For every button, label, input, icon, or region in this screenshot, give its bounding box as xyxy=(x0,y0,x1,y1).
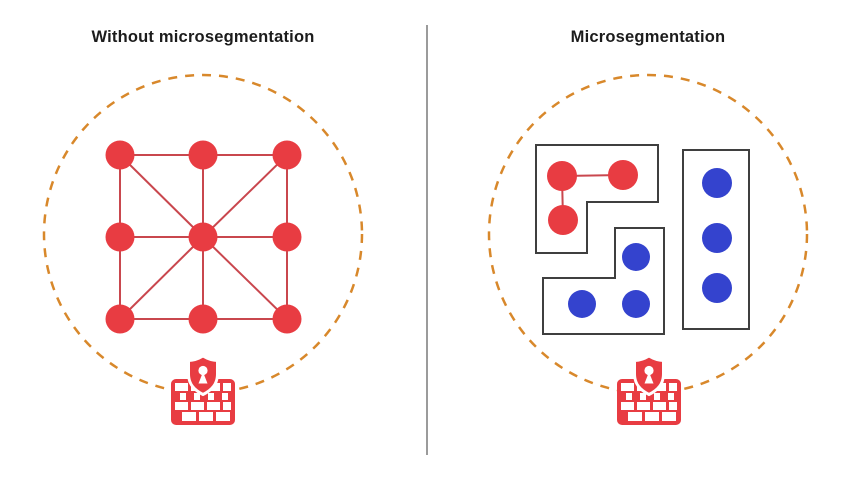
left-security-perimeter-circle xyxy=(42,73,364,395)
network-node xyxy=(608,160,638,190)
network-node xyxy=(272,222,302,252)
network-node xyxy=(188,222,218,252)
network-node xyxy=(272,140,302,170)
network-node xyxy=(188,304,218,334)
right-security-perimeter-circle xyxy=(487,73,809,395)
network-node xyxy=(568,290,596,318)
right-microsegmented-diagram xyxy=(487,73,809,425)
panel-divider xyxy=(426,25,428,455)
network-node xyxy=(702,223,732,253)
network-node xyxy=(702,273,732,303)
network-node xyxy=(105,304,135,334)
left-flat-network-diagram xyxy=(42,73,364,425)
left-panel-title: Without microsegmentation xyxy=(91,28,315,46)
network-node xyxy=(272,304,302,334)
left-network-nodes xyxy=(105,140,302,334)
network-node xyxy=(702,168,732,198)
network-node xyxy=(188,140,218,170)
network-node xyxy=(622,243,650,271)
network-node xyxy=(105,140,135,170)
firewall-icon xyxy=(617,355,681,425)
firewall-icon xyxy=(171,355,235,425)
network-node xyxy=(105,222,135,252)
right-panel-title: Microsegmentation xyxy=(570,28,726,46)
network-node xyxy=(547,161,577,191)
network-node xyxy=(622,290,650,318)
network-node xyxy=(548,205,578,235)
